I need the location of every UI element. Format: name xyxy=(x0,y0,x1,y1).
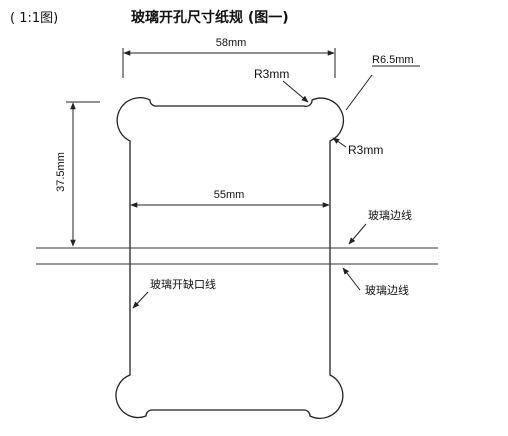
cutout-line-leader xyxy=(132,291,149,309)
glass-edge-lower-label: 玻璃边线 xyxy=(365,283,409,297)
glass-edge-upper-label: 玻璃边线 xyxy=(368,208,412,222)
diagram-title: 玻璃开孔尺寸纸规 (图一) xyxy=(131,9,289,26)
inner-width-label: 55mm xyxy=(214,189,245,201)
template-outline xyxy=(115,97,344,419)
fillet-top-label: R3mm xyxy=(254,67,289,81)
corner-radius-leader xyxy=(345,74,373,111)
fillet-side-leader xyxy=(332,137,347,148)
height-label: 37.5mm xyxy=(55,152,67,192)
top-width-label: 58mm xyxy=(216,37,247,49)
glass-edge-upper-leader xyxy=(348,223,367,245)
fillet-top-leader xyxy=(282,80,309,103)
fillet-side-label: R3mm xyxy=(348,143,383,157)
cutout-line-label: 玻璃开缺口线 xyxy=(150,277,216,291)
corner-radius-label: R6.5mm xyxy=(372,54,414,66)
scale-label: ( 1:1图) xyxy=(10,11,58,26)
glass-edge-lower-leader xyxy=(342,267,361,291)
